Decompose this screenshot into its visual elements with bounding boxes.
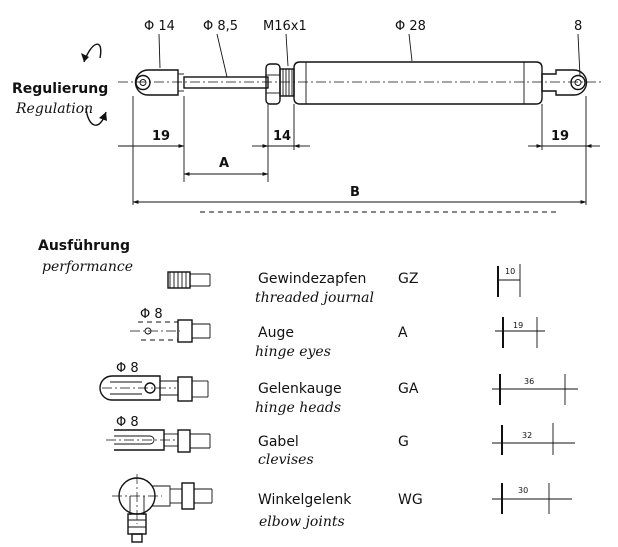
clevis-sketch [106,429,211,453]
option-name-en: hinge heads [255,400,341,416]
lock-nut [265,63,295,105]
option-hinge-heads: Φ 8 Gelenkauge hinge heads GA 36 [99,361,578,416]
hinge-head-sketch [99,375,209,402]
regulation-label-en: Regulation [15,101,93,117]
rotation-arrows [81,43,107,126]
label-thread: M16x1 [263,19,307,34]
option-dimension-value: 10 [505,267,515,276]
regulation-label-de: Regulierung [12,81,108,97]
option-clevises: Φ 8 Gabel clevises G 32 [106,415,575,468]
option-name-de: Auge [258,325,294,341]
label-diameter-end: 8 [574,19,582,34]
option-name-de: Gewindezapfen [258,271,366,287]
gas-spring-side-view [81,33,602,213]
option-hinge-eyes: Φ 8 Auge hinge eyes A 19 [130,307,545,360]
option-dimension-sketch [492,423,575,455]
option-dimension-sketch [495,317,545,348]
option-diameter: Φ 8 [116,361,139,376]
option-name-en: elbow joints [259,514,345,530]
option-name-en: clevises [258,452,314,468]
option-dimension-sketch [492,374,578,405]
threaded-journal-sketch [167,271,211,289]
option-diameter: Φ 8 [116,415,139,430]
option-elbow-joints: Winkelgelenk elbow joints WG 30 [112,474,572,543]
piston-rod [183,76,269,89]
label-diameter-tube: Φ 28 [395,19,426,34]
cylinder-tube [293,61,543,105]
option-name-en: threaded journal [255,290,374,306]
option-threaded-journal: Gewindezapfen threaded journal GZ 10 [167,264,521,306]
option-diameter: Φ 8 [140,307,163,322]
option-code: WG [398,492,423,508]
dim-right-eye: 19 [551,129,569,144]
right-eye-end [541,69,588,96]
option-dimension-value: 36 [524,377,534,386]
elbow-joint-sketch [112,474,213,543]
dimension-lines [118,96,600,213]
left-eye-end [134,69,184,96]
option-dimension-value: 32 [522,431,532,440]
hinge-eye-sketch [130,319,211,343]
dim-nut: 14 [273,129,291,144]
dim-b: B [350,185,360,200]
label-diameter-eye: Φ 14 [144,19,175,34]
option-dimension-value: 30 [518,486,528,495]
dim-left-eye: 19 [152,129,170,144]
option-dimension-value: 19 [513,321,523,330]
dim-a: A [219,156,229,171]
option-dimension-sketch [492,483,572,514]
option-name-de: Winkelgelenk [258,492,352,508]
label-leaders [158,33,581,78]
option-name-en: hinge eyes [255,344,331,360]
section-title-en: performance [42,259,133,275]
option-code: G [398,434,409,450]
option-code: GA [398,381,419,397]
label-diameter-rod: Φ 8,5 [203,19,238,34]
option-name-de: Gelenkauge [258,381,342,397]
option-name-de: Gabel [258,434,299,450]
option-code: GZ [398,271,418,287]
option-dimension-sketch [497,264,521,297]
option-code: A [398,325,408,341]
section-title-de: Ausführung [38,238,130,254]
